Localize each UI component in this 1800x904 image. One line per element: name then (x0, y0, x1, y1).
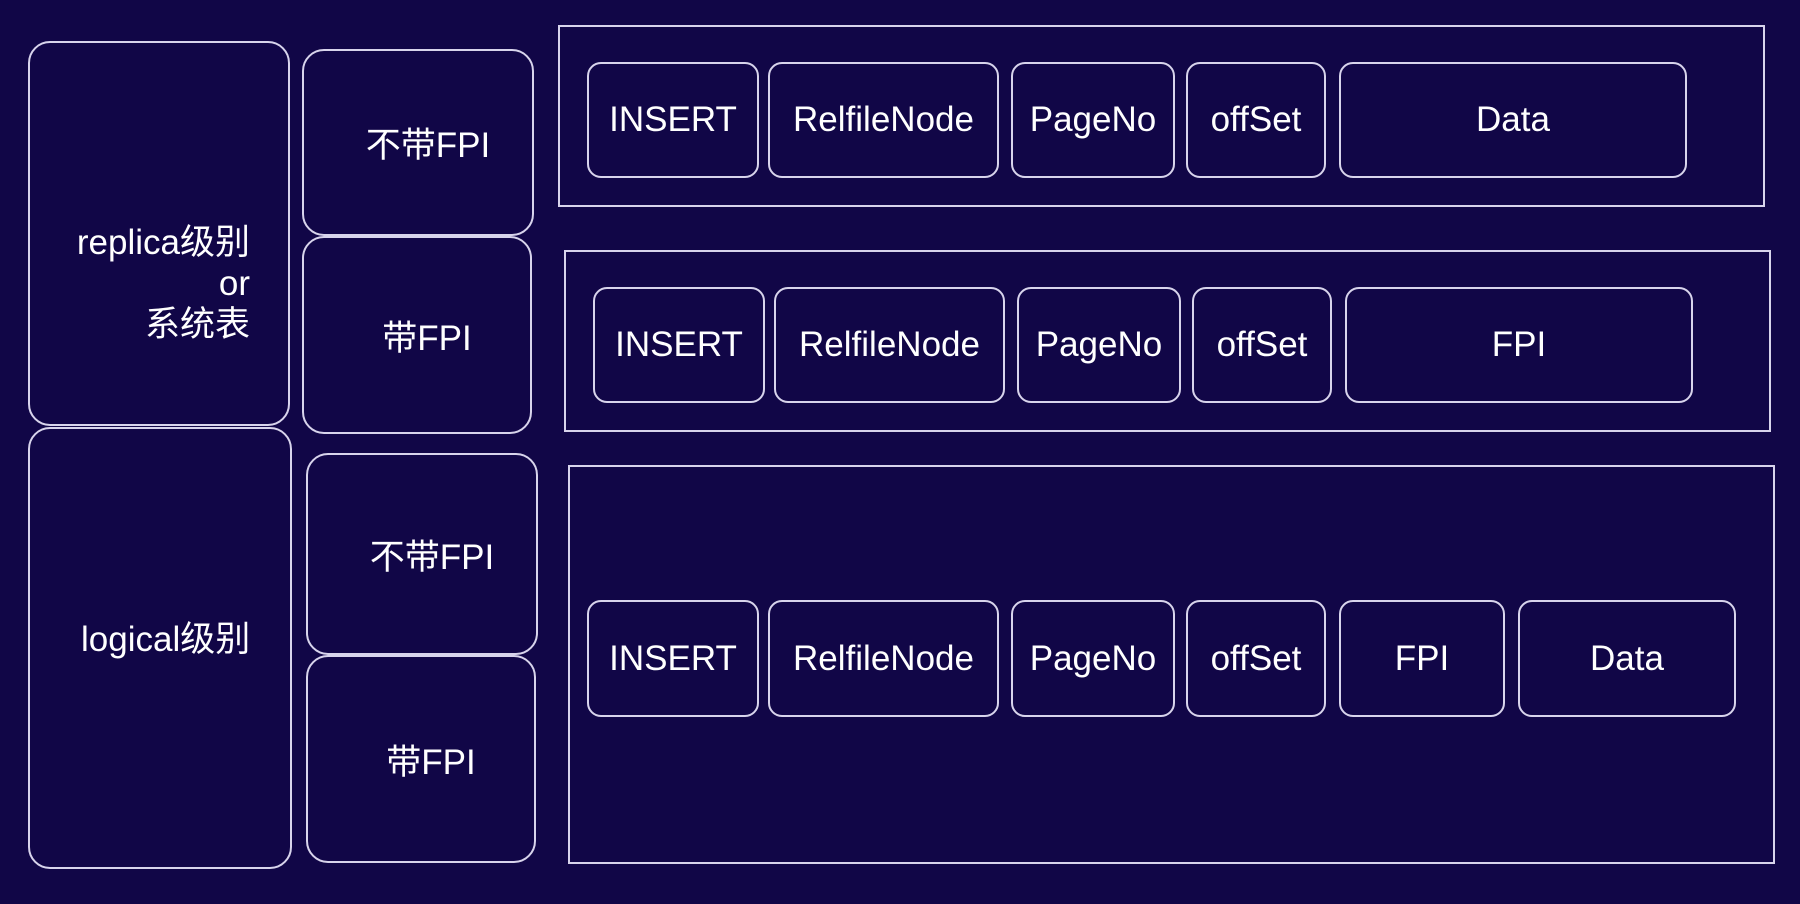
record-row1-field-pageno: PageNo (1011, 62, 1175, 178)
record-row3-field-data: Data (1518, 600, 1736, 717)
record-row1-field-data: Data (1339, 62, 1687, 178)
record-row3-field-insert: INSERT (587, 600, 759, 717)
replica-level-line3: 系统表 (144, 305, 250, 344)
logical-no-fpi-label: 不带FPI (369, 537, 495, 577)
replica-no-fpi-label: 不带FPI (365, 126, 491, 165)
replica-level-line2: or (218, 264, 250, 303)
replica-level-box (28, 41, 290, 426)
record-row3-container (568, 465, 1775, 864)
replica-with-fpi-box: 带FPI (302, 236, 532, 434)
record-row1-field-relfilenode: RelfileNode (768, 62, 999, 178)
record-row2-field-insert: INSERT (593, 287, 765, 403)
replica-level-label: replica级别 or 系统表 (77, 222, 250, 345)
replica-no-fpi-box: 不带FPI (302, 49, 534, 236)
record-row3-field-pageno: PageNo (1011, 600, 1175, 717)
record-row2-field-fpi: FPI (1345, 287, 1693, 403)
record-row1-container (558, 25, 1765, 207)
logical-with-fpi-label: 带FPI (386, 742, 476, 782)
record-row3-field-fpi: FPI (1339, 600, 1505, 717)
record-row3-field-offset: offSet (1186, 600, 1326, 717)
replica-with-fpi-label: 带FPI (382, 318, 472, 358)
logical-level-label: logical级别 (81, 620, 251, 659)
record-row2-field-offset: offSet (1192, 287, 1332, 403)
record-row2-field-pageno: PageNo (1017, 287, 1181, 403)
record-row2-field-relfilenode: RelfileNode (774, 287, 1005, 403)
logical-no-fpi-box: 不带FPI (306, 453, 538, 655)
record-row3-field-relfilenode: RelfileNode (768, 600, 999, 717)
replica-level-line1: replica级别 (76, 223, 250, 262)
record-row1-field-insert: INSERT (587, 62, 759, 178)
logical-level-box (28, 427, 292, 869)
record-row2-container (564, 250, 1771, 432)
logical-with-fpi-box: 带FPI (306, 655, 536, 863)
record-row1-field-offset: offSet (1186, 62, 1326, 178)
